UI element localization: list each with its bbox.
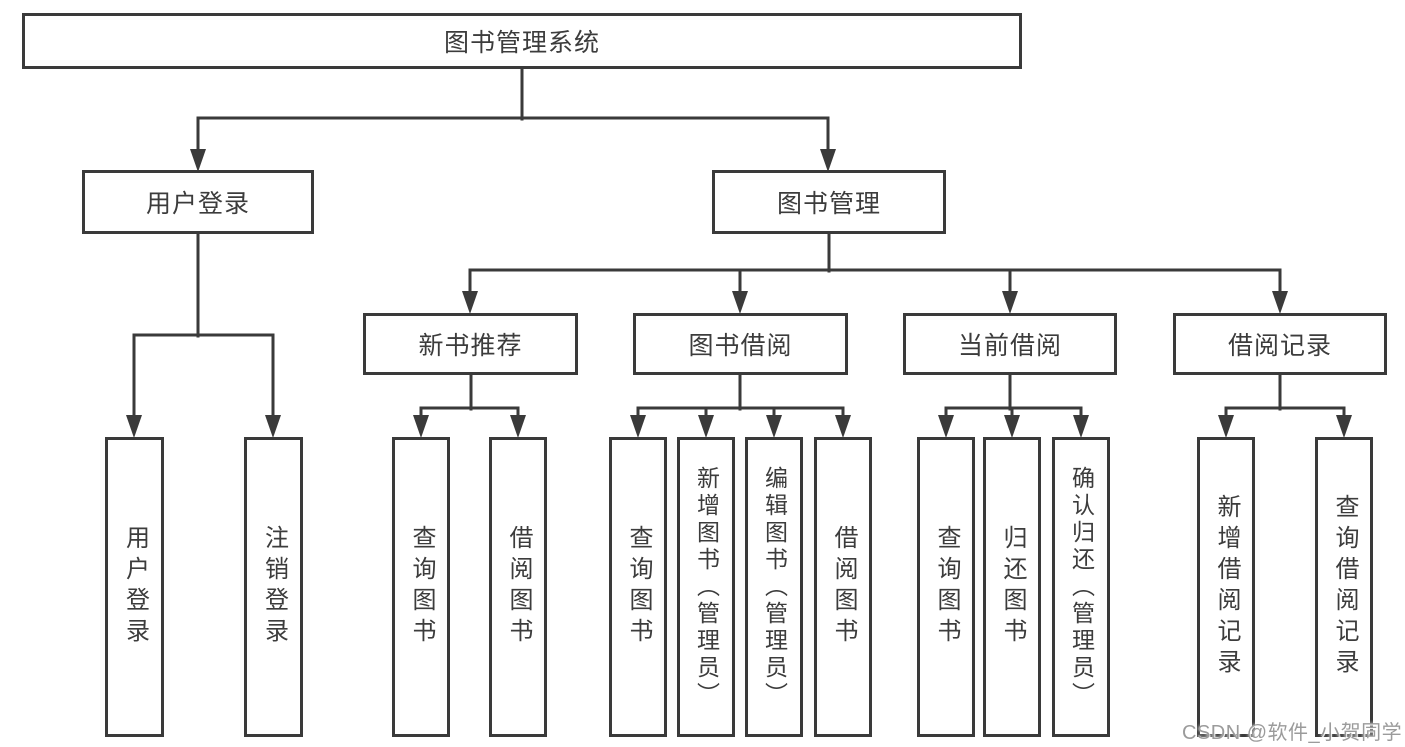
leaf-add-books-admin: 新增图书（管理员） bbox=[677, 437, 735, 737]
node-borrowing-records: 借阅记录 bbox=[1173, 313, 1387, 375]
leaf-label: 借阅图书 bbox=[830, 525, 857, 649]
arrowheads bbox=[126, 149, 1352, 438]
leaf-query-books-borrow: 查询图书 bbox=[609, 437, 667, 737]
leaf-label: 查询图书 bbox=[408, 525, 435, 649]
leaf-label: 编辑图书（管理员） bbox=[761, 465, 788, 709]
leaf-label: 确认归还（管理员） bbox=[1068, 465, 1095, 709]
leaf-confirm-return-admin: 确认归还（管理员） bbox=[1052, 437, 1110, 737]
leaf-query-books-recommend: 查询图书 bbox=[392, 437, 450, 737]
node-user-login: 用户登录 bbox=[82, 170, 314, 234]
leaf-query-books-current: 查询图书 bbox=[917, 437, 975, 737]
leaf-label: 新增借阅记录 bbox=[1213, 494, 1240, 680]
leaf-borrow-books: 借阅图书 bbox=[814, 437, 872, 737]
leaf-query-borrow-record: 查询借阅记录 bbox=[1315, 437, 1373, 737]
leaf-label: 查询图书 bbox=[625, 525, 652, 649]
leaf-logout: 注销登录 bbox=[244, 437, 303, 737]
watermark-text: CSDN @软件_小贺同学 bbox=[1182, 722, 1403, 744]
node-book-management: 图书管理 bbox=[712, 170, 946, 234]
leaf-label: 注销登录 bbox=[260, 525, 288, 649]
leaf-label: 归还图书 bbox=[999, 525, 1026, 649]
node-book-borrowing: 图书借阅 bbox=[633, 313, 848, 375]
node-new-book-recommendation: 新书推荐 bbox=[363, 313, 578, 375]
leaf-label: 用户登录 bbox=[121, 525, 149, 649]
node-current-borrowing: 当前借阅 bbox=[903, 313, 1117, 375]
leaf-label: 查询图书 bbox=[933, 525, 960, 649]
leaf-edit-books-admin: 编辑图书（管理员） bbox=[745, 437, 803, 737]
leaf-label: 查询借阅记录 bbox=[1331, 494, 1358, 680]
leaf-return-books: 归还图书 bbox=[983, 437, 1041, 737]
leaf-label: 借阅图书 bbox=[505, 525, 532, 649]
leaf-add-borrow-record: 新增借阅记录 bbox=[1197, 437, 1255, 737]
leaf-user-login: 用户登录 bbox=[105, 437, 164, 737]
node-library-management-system: 图书管理系统 bbox=[22, 13, 1022, 69]
leaf-borrow-books-recommend: 借阅图书 bbox=[489, 437, 547, 737]
leaf-label: 新增图书（管理员） bbox=[693, 465, 720, 709]
